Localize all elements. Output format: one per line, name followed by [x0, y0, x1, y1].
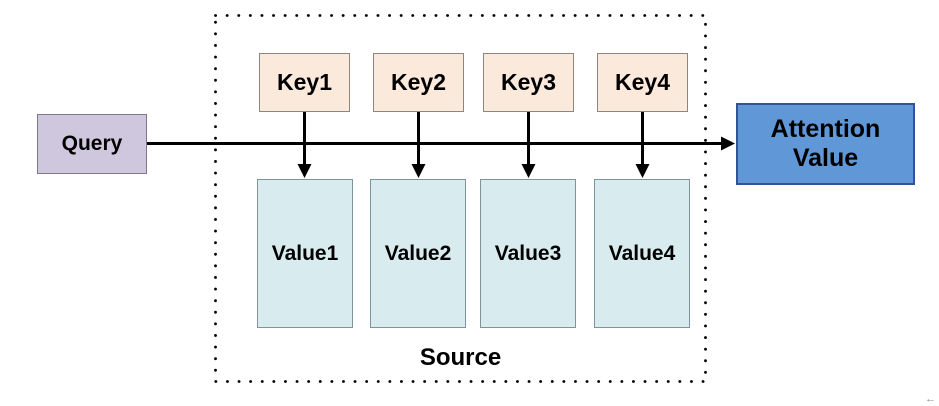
key-box-2: Key2 — [373, 53, 464, 112]
source-dotted-border — [214, 14, 707, 383]
key-box-1: Key1 — [259, 53, 350, 112]
value-label: Value1 — [271, 241, 339, 265]
attention-value-label: Attention Value — [770, 115, 881, 172]
key4-to-value4-arrowhead-icon — [635, 164, 650, 178]
key-box-3: Key3 — [483, 53, 574, 112]
query-to-attention-arrowhead-icon — [721, 136, 735, 151]
value-box-4: Value4 — [594, 179, 690, 328]
value-box-1: Value1 — [257, 179, 353, 328]
query-box: Query — [37, 114, 147, 174]
value-box-2: Value2 — [370, 179, 466, 328]
key3-to-value3-arrowhead-icon — [521, 164, 536, 178]
attention-value-box: Attention Value — [736, 103, 915, 185]
value-label: Value4 — [608, 241, 676, 265]
value-label: Value3 — [494, 241, 562, 265]
query-label: Query — [61, 132, 123, 155]
key-label: Key2 — [391, 69, 446, 95]
key-label: Key3 — [501, 69, 556, 95]
value-box-3: Value3 — [480, 179, 576, 328]
key1-to-value1-arrowhead-icon — [297, 164, 312, 178]
cursor-artifact-icon: ← — [925, 393, 936, 405]
key2-to-value2-arrowhead-icon — [411, 164, 426, 178]
key-label: Key4 — [615, 69, 670, 95]
key-label: Key1 — [277, 69, 332, 95]
source-caption: Source — [419, 344, 502, 371]
key-box-4: Key4 — [597, 53, 688, 112]
value-label: Value2 — [384, 241, 452, 265]
